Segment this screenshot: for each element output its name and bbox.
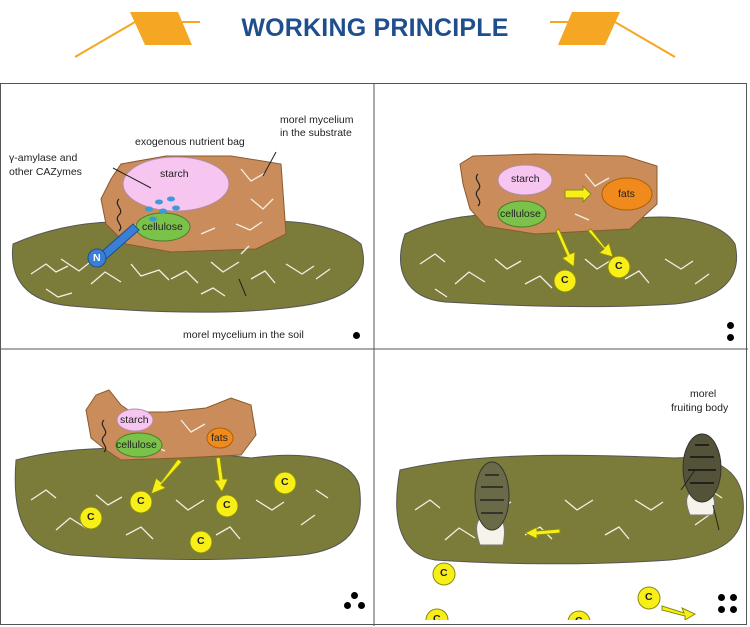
fruiting-body-label-line2: fruiting body <box>671 402 729 414</box>
panel-2-illustration <box>400 153 737 308</box>
panel-3-illustration <box>14 389 361 561</box>
panel-step-3: starch cellulose fats C C C C C <box>1 350 374 620</box>
diagram-grid: exogenous nutrient bag morel mycelium in… <box>0 83 748 626</box>
carbon-label: C <box>281 476 289 488</box>
hypha-strand <box>116 198 122 232</box>
carbon-label: C <box>223 499 231 511</box>
fats-label: fats <box>211 432 228 444</box>
starch-label: starch <box>511 173 540 185</box>
morel-mushroom-left <box>474 461 510 546</box>
carbon-label: C <box>197 535 205 547</box>
panel-step-4: morel fruiting body C C C C <box>375 350 748 620</box>
nitrogen-marker <box>87 248 107 268</box>
starch-blob <box>122 156 230 212</box>
panel-step-1: exogenous nutrient bag morel mycelium in… <box>1 84 374 354</box>
panel-1-illustration <box>11 151 364 313</box>
cellulose-label: cellulose <box>142 221 183 233</box>
carbon-label: C <box>575 615 583 620</box>
carbon-label: C <box>645 591 653 603</box>
enzymes-label-line1: γ-amylase and <box>9 152 78 164</box>
panel-step-2: starch cellulose fats C C <box>375 84 748 354</box>
starch-label: starch <box>160 168 189 180</box>
mycelium-network <box>30 168 331 298</box>
grid-dividers <box>1 84 748 626</box>
carbon-label: C <box>433 613 441 620</box>
mycelium-substrate-label-line1: morel mycelium <box>280 114 354 126</box>
cellulose-label: cellulose <box>500 208 541 220</box>
morel-mushroom-right <box>682 433 722 516</box>
carbon-label: C <box>440 567 448 579</box>
carbon-label: C <box>87 511 95 523</box>
starch-label: starch <box>120 414 149 426</box>
mycelium-substrate-label-line2: in the substrate <box>280 127 352 139</box>
carbon-label: C <box>615 260 623 272</box>
cellulose-label: cellulose <box>116 439 157 451</box>
title-banner: WORKING PRINCIPLE <box>0 0 750 80</box>
page-title: WORKING PRINCIPLE <box>241 14 509 42</box>
enzyme-dots <box>145 196 180 222</box>
banner-decoration <box>74 12 676 58</box>
nitrogen-label: N <box>93 252 101 264</box>
panel-4-illustration <box>396 433 744 620</box>
mycelium-soil-label: morel mycelium in the soil <box>183 329 304 341</box>
fruiting-body-label-line1: morel <box>690 388 717 400</box>
fats-label: fats <box>618 188 635 200</box>
carbon-label: C <box>561 274 569 286</box>
enzymes-label-line2: other CAZymes <box>9 166 82 178</box>
nutrient-bag-label: exogenous nutrient bag <box>135 136 245 148</box>
carbon-label: C <box>137 495 145 507</box>
